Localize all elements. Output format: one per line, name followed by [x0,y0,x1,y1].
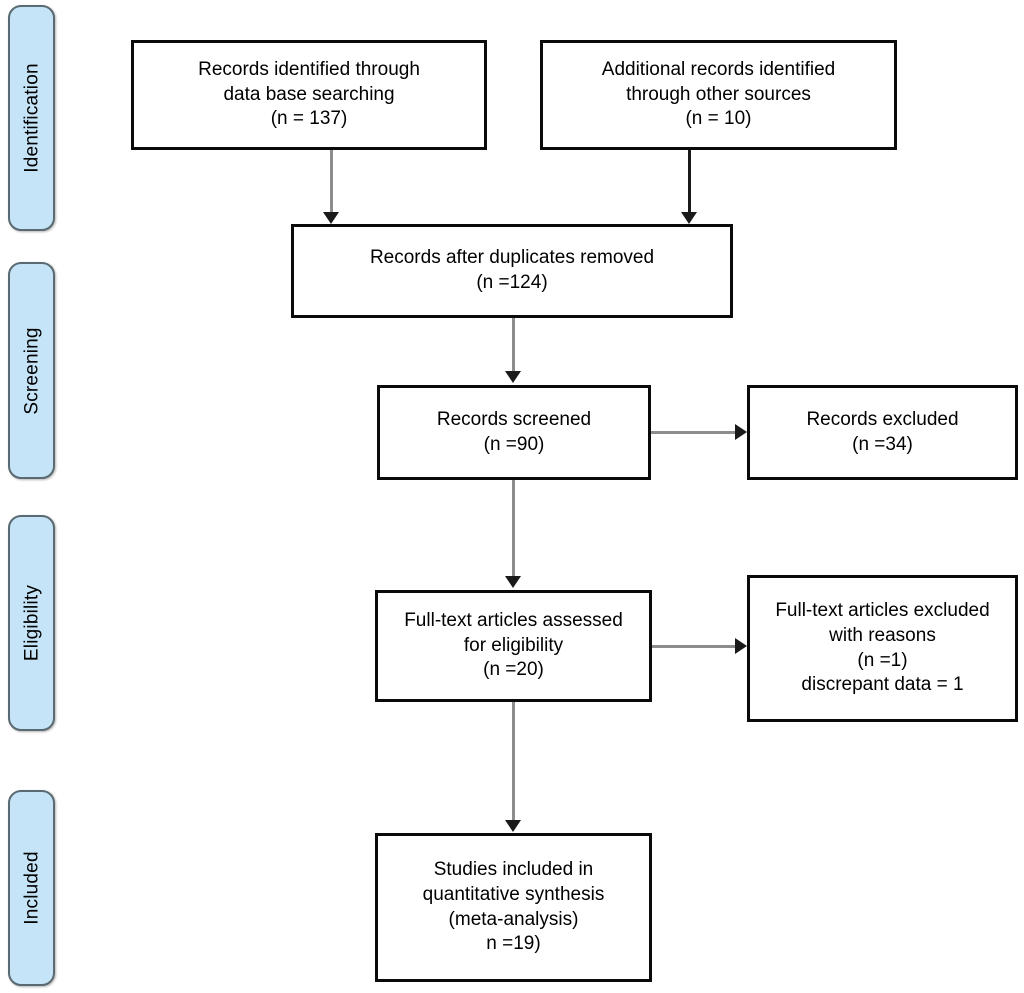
connector-fulltext-to-included [512,702,515,822]
box-records-identified: Records identified through data base sea… [131,40,487,150]
stage-tab-identification: Identification [8,5,55,231]
stage-tab-identification-label: Identification [21,63,42,173]
box-duplicates-removed: Records after duplicates removed (n =124… [291,224,733,318]
connector-fulltext-to-excluded [652,645,737,648]
connector-identified-to-duplicates [330,150,333,216]
box-records-screened-text: Records screened (n =90) [436,408,592,455]
connector-additional-to-duplicates [688,150,691,216]
box-records-screened: Records screened (n =90) [377,385,651,480]
arrowhead-duplicates-to-screened [505,371,521,383]
box-fulltext-excluded: Full-text articles excluded with reasons… [747,575,1018,722]
arrowhead-fulltext-to-included [505,820,521,832]
stage-tab-eligibility-label: Eligibility [21,584,42,662]
box-records-identified-text: Records identified through data base sea… [198,58,420,130]
stage-tab-included: Included [8,790,55,986]
box-records-excluded-text: Records excluded (n =34) [806,408,959,455]
stage-tab-screening: Screening [8,262,55,479]
stage-tab-included-label: Included [21,851,42,925]
box-fulltext-excluded-text: Full-text articles excluded with reasons… [775,600,990,696]
connector-duplicates-to-screened [512,318,515,373]
box-additional-records-text: Additional records identified through ot… [601,58,836,130]
stage-tab-screening-label: Screening [21,326,42,415]
arrowhead-identified-to-duplicates [323,212,339,224]
stage-tab-eligibility: Eligibility [8,515,55,731]
box-additional-records: Additional records identified through ot… [540,40,897,150]
box-studies-included-text: Studies included in quantitative synthes… [422,859,605,955]
connector-screened-to-fulltext [512,480,515,578]
box-records-excluded: Records excluded (n =34) [747,385,1018,480]
box-duplicates-removed-text: Records after duplicates removed (n =124… [369,247,655,293]
arrowhead-screened-to-excluded [735,424,747,440]
box-studies-included: Studies included in quantitative synthes… [375,833,652,982]
arrowhead-additional-to-duplicates [681,212,697,224]
arrowhead-screened-to-fulltext [505,576,521,588]
box-fulltext-assessed-text: Full-text articles assessed for eligibil… [404,609,623,681]
connector-screened-to-excluded [651,431,737,434]
box-fulltext-assessed: Full-text articles assessed for eligibil… [375,590,652,702]
arrowhead-fulltext-to-excluded [735,638,747,654]
